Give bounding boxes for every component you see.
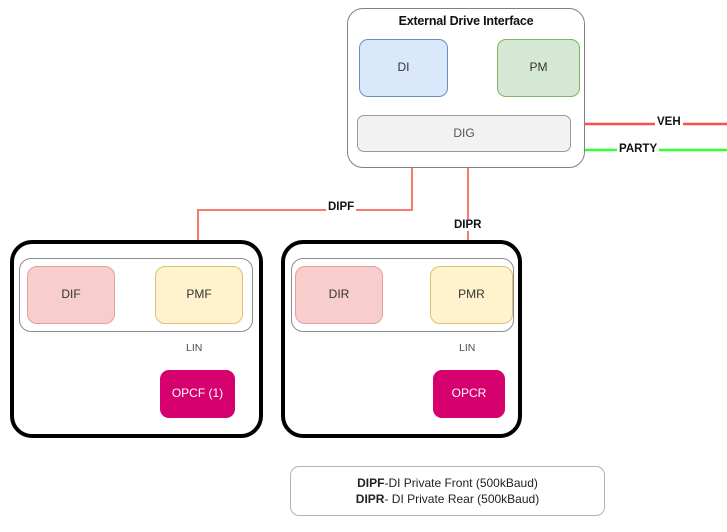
- legend-box: DIPF-DI Private Front (500kBaud) DIPR- D…: [290, 466, 605, 516]
- node-dif[interactable]: DIF: [27, 266, 115, 324]
- page-title: External Drive Interface: [398, 14, 534, 28]
- node-dir[interactable]: DIR: [295, 266, 383, 324]
- node-pm-label: PM: [529, 60, 548, 75]
- node-pmf-label: PMF: [186, 287, 212, 302]
- node-opcf[interactable]: OPCF (1): [160, 370, 235, 418]
- node-opcf-label: OPCF (1): [171, 386, 224, 401]
- node-di[interactable]: DI: [359, 39, 448, 97]
- bus-label-lin-rear: LIN: [457, 342, 478, 354]
- bus-label-dipf: DIPF: [326, 201, 357, 213]
- node-dir-label: DIR: [328, 287, 350, 302]
- node-opcr-label: OPCR: [451, 386, 487, 401]
- bus-label-veh: VEH: [655, 116, 683, 128]
- legend-line-dipf: DIPF-DI Private Front (500kBaud): [357, 476, 538, 490]
- node-dig[interactable]: DIG: [357, 115, 571, 152]
- node-dig-label: DIG: [453, 125, 475, 140]
- node-pmr-label: PMR: [458, 287, 485, 302]
- bus-label-dipr: DIPR: [452, 219, 484, 231]
- bus-label-lin-front: LIN: [184, 342, 205, 354]
- node-pm[interactable]: PM: [497, 39, 580, 97]
- node-pmr[interactable]: PMR: [430, 266, 513, 324]
- legend-code-dipr: DIPR: [355, 492, 385, 506]
- legend-line-dipr: DIPR- DI Private Rear (500kBaud): [356, 492, 539, 506]
- legend-text-dipf: -DI Private Front (500kBaud): [384, 476, 538, 490]
- legend-text-dipr: - DI Private Rear (500kBaud): [384, 492, 540, 506]
- bus-label-party: PARTY: [617, 143, 660, 155]
- node-opcr[interactable]: OPCR: [433, 370, 505, 418]
- node-dif-label: DIF: [61, 287, 81, 302]
- node-pmf[interactable]: PMF: [155, 266, 243, 324]
- node-di-label: DI: [397, 60, 410, 75]
- legend-code-dipf: DIPF: [357, 476, 385, 490]
